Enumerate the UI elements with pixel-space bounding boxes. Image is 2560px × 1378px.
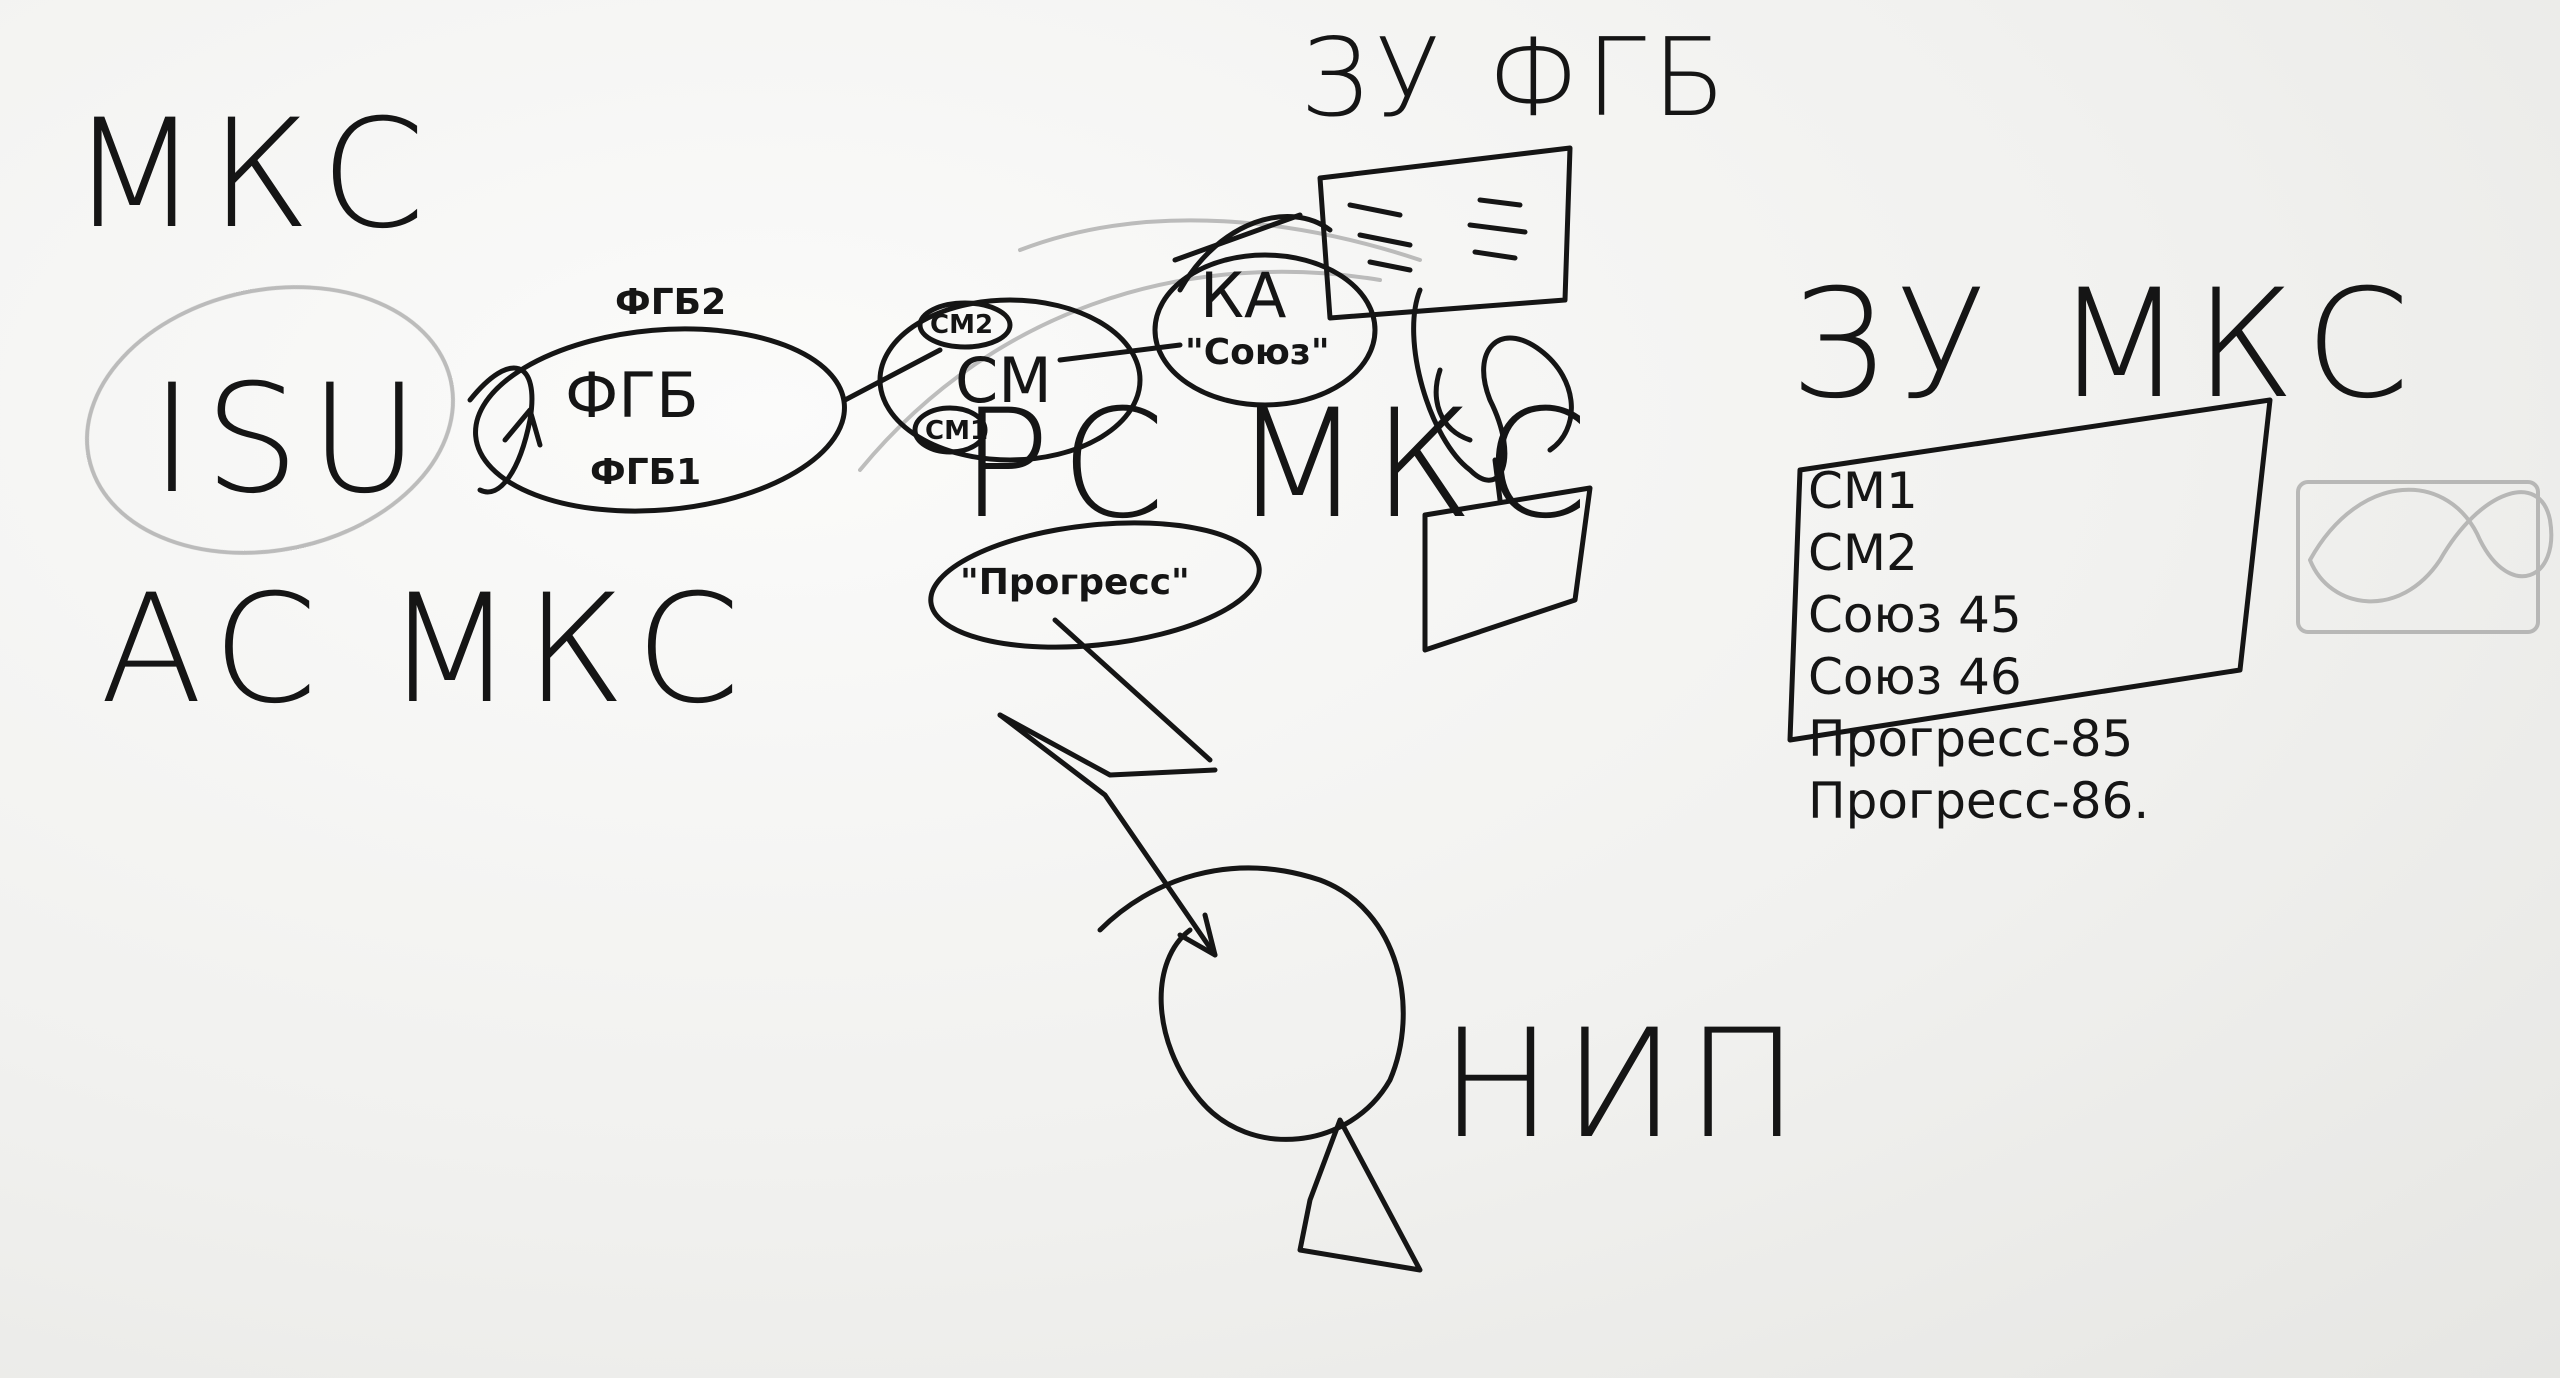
zu-mks-item: Союз 45 xyxy=(1808,586,2022,644)
ghost-arc-2 xyxy=(858,269,1382,472)
zu-mks-item: СМ2 xyxy=(1808,524,1918,582)
isu-label: ISU xyxy=(150,353,430,527)
fgb-sm-link xyxy=(842,347,943,403)
zu-fgb-box xyxy=(1317,145,1573,321)
bolt-top xyxy=(997,712,1218,778)
fgb2-label: ФГБ2 xyxy=(615,282,727,323)
fgb-label: ФГБ xyxy=(565,359,699,432)
ka-zu-link xyxy=(1172,212,1303,263)
fgb1-label: ФГБ1 xyxy=(590,452,702,493)
connector-loop xyxy=(1411,287,1574,483)
infinity-icon xyxy=(2308,487,2554,604)
nip-dish xyxy=(1097,865,1406,1142)
isu-fgb-link xyxy=(467,365,535,495)
sm1-ellipse xyxy=(912,405,988,455)
zu-mks-list: СМ1 СМ2 Союз 45 Союз 46 Прогресс-85 Прог… xyxy=(1808,460,2248,832)
zu-fgb-lines-right xyxy=(1467,197,1528,261)
zu-mks-label: ЗУ МКС xyxy=(1790,258,2420,432)
sm2-ellipse xyxy=(917,300,1013,350)
sm2-label: СМ2 xyxy=(930,310,994,340)
fgb-ellipse xyxy=(473,326,847,514)
zu-fgb-label: ЗУ ФГБ xyxy=(1300,16,1733,141)
isu-ellipse xyxy=(85,285,455,555)
bolt-down xyxy=(997,712,1218,958)
zu-mks-item: СМ1 xyxy=(1808,462,1918,520)
sm1-label: СМ1 xyxy=(925,416,989,446)
progress-ellipse xyxy=(928,520,1262,650)
ka-arc xyxy=(1177,214,1333,293)
zu-fgb-lines-left xyxy=(1347,202,1413,273)
zu-mks-box xyxy=(1787,397,2273,743)
soyuz-label: "Союз" xyxy=(1185,332,1330,373)
ka-soyuz-ellipse xyxy=(1152,252,1378,408)
sm-label: СМ xyxy=(955,344,1052,417)
isu-fgb-arrowhead xyxy=(502,407,543,448)
nip-stand xyxy=(1297,1117,1423,1273)
progress-label: "Прогресс" xyxy=(960,562,1190,603)
zu-mks-item: Союз 46 xyxy=(1808,648,2022,706)
zu-mks-item: Прогресс-85 xyxy=(1808,710,2134,768)
as-mks-label: АС МКС xyxy=(100,563,751,737)
ghost-frame xyxy=(2296,480,2540,634)
ghost-arc xyxy=(1018,218,1422,262)
bolt-arrowhead xyxy=(1177,912,1218,958)
connector-loop-inner xyxy=(1433,367,1473,443)
ghost-strokes xyxy=(85,218,2554,634)
rs-mks-label: РС МКС xyxy=(960,378,1599,552)
rs-box xyxy=(1422,485,1593,653)
ka-label: КА xyxy=(1200,259,1287,332)
mks-label: МКС xyxy=(70,88,436,262)
connector-stem xyxy=(1492,457,1503,503)
nip-label: НИП xyxy=(1440,998,1809,1172)
zu-mks-item: Прогресс-86. xyxy=(1808,772,2150,830)
progress-nip-link xyxy=(1052,617,1213,763)
